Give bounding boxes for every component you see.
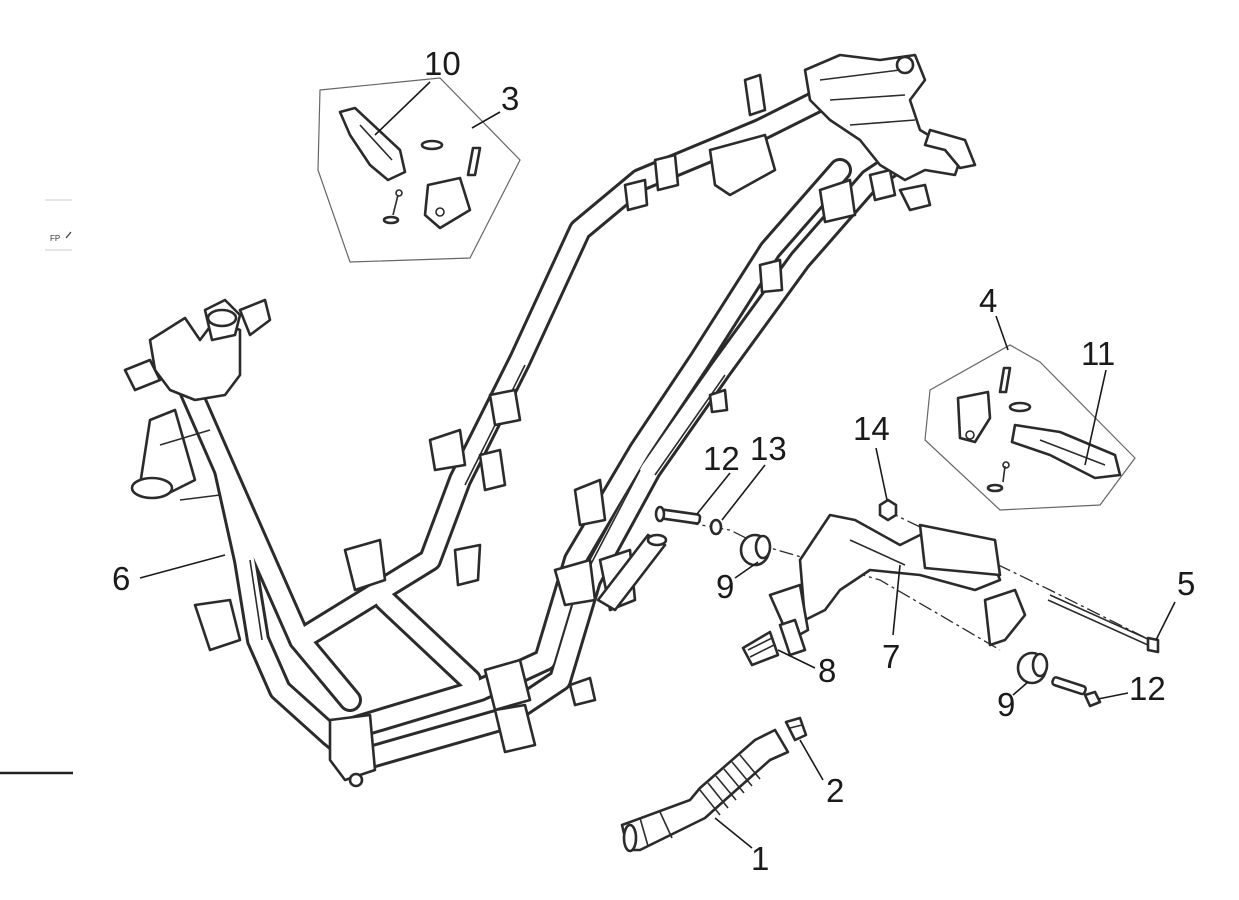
callout-13: 13	[750, 430, 787, 467]
leader-lines	[139, 81, 1176, 849]
callout-12-lower: 12	[1129, 670, 1166, 707]
hose-clamp	[784, 716, 808, 742]
front-brackets	[193, 598, 597, 788]
bushing-lower	[1016, 651, 1049, 685]
callout-14: 14	[853, 410, 890, 447]
callout-numbers: 10 3 4 11 12 13 14 5 6 7 8 9 9 12 2 1	[112, 45, 1195, 877]
callout-9-upper: 9	[716, 568, 734, 605]
callout-10: 10	[424, 45, 461, 82]
callout-9-lower: 9	[997, 686, 1015, 723]
callout-12-upper: 12	[703, 440, 740, 477]
callout-4: 4	[979, 282, 997, 319]
callout-8: 8	[818, 652, 836, 689]
callout-3: 3	[501, 80, 519, 117]
bushing-upper	[739, 533, 772, 567]
callout-5: 5	[1177, 565, 1195, 602]
steering-head	[123, 298, 272, 501]
rear-subframe	[803, 53, 977, 212]
inset-box-right	[924, 344, 1136, 511]
callout-1: 1	[751, 840, 769, 877]
callout-7: 7	[882, 638, 900, 675]
callout-6: 6	[112, 560, 130, 597]
foot-pad-left	[338, 106, 407, 182]
nut	[878, 498, 898, 522]
intake-duct	[620, 728, 790, 853]
margin-mark: FP	[50, 234, 60, 243]
bracket-left	[423, 176, 472, 230]
callout-2: 2	[826, 772, 844, 809]
main-frame	[123, 53, 977, 788]
callout-11: 11	[1081, 335, 1115, 372]
footrest-bar	[596, 533, 668, 612]
stopper-rubber	[741, 630, 780, 667]
bolt-lower	[1051, 676, 1102, 708]
foot-pad-right	[1010, 423, 1122, 480]
margin-artifacts: FP	[0, 199, 73, 775]
bracket-right	[956, 390, 992, 444]
stand-shaft	[1047, 594, 1160, 654]
bolt-upper	[654, 505, 723, 536]
inset-box-left	[317, 77, 521, 263]
